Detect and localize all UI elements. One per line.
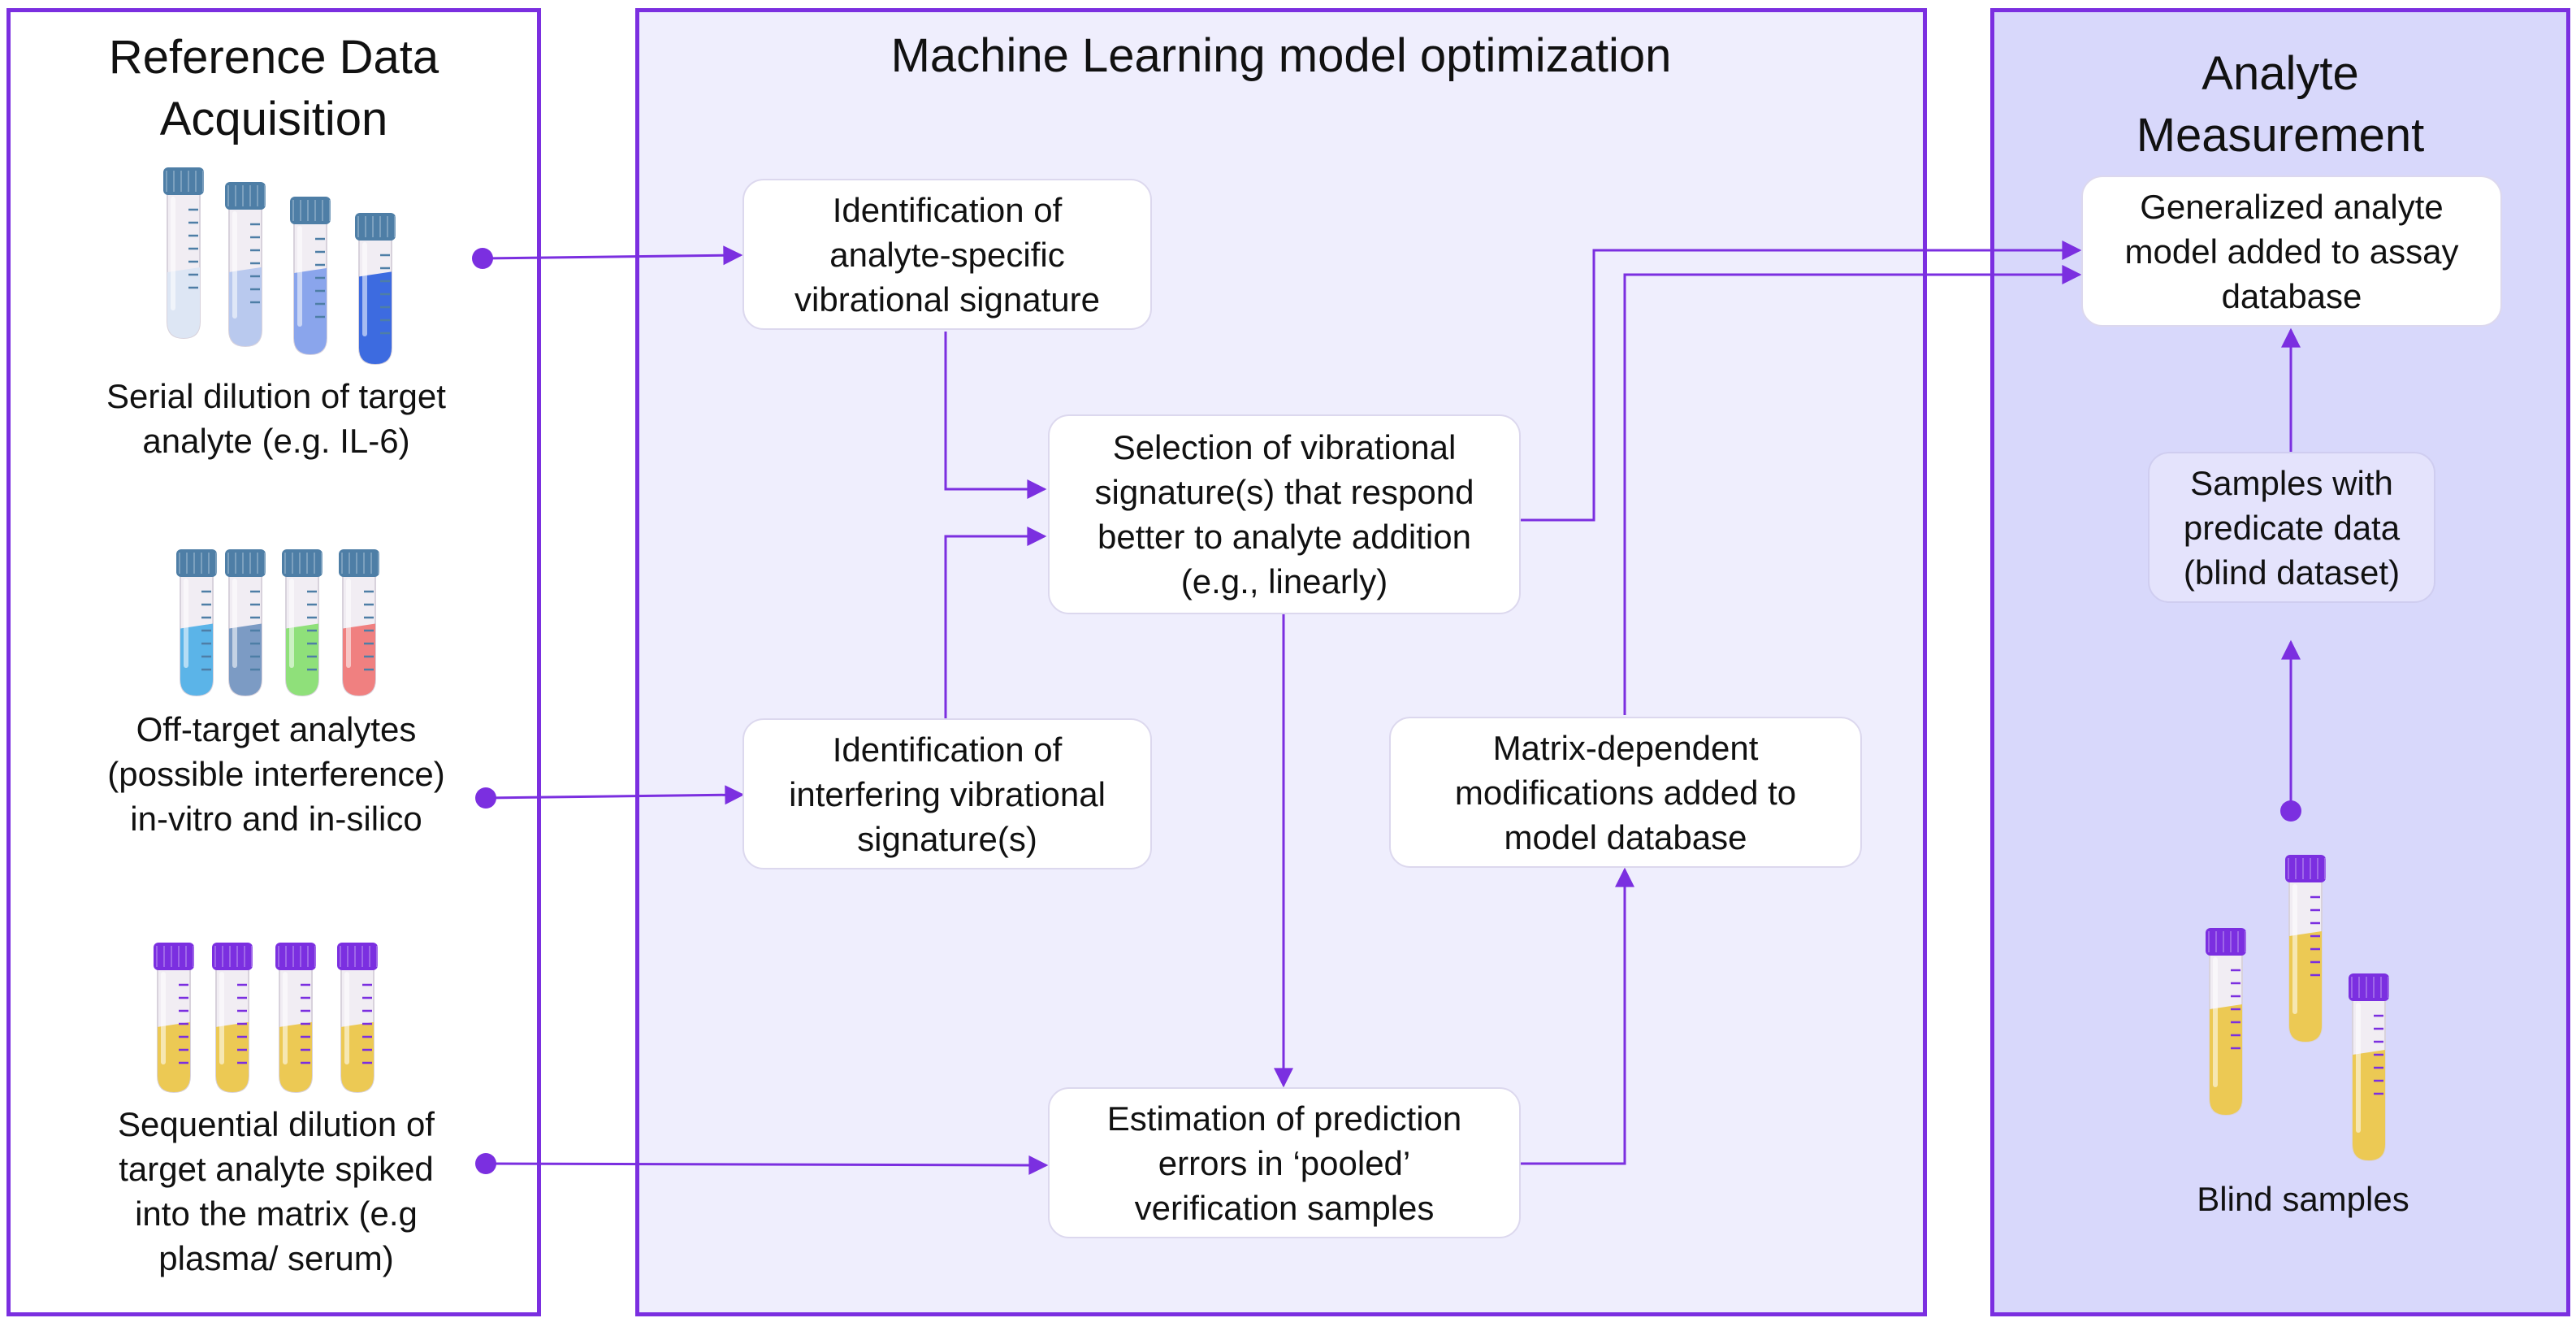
dot-sequential — [475, 1153, 496, 1174]
matrix-tube — [337, 943, 378, 1094]
blind-samples-label: Blind samples — [2197, 1180, 2409, 1218]
matrix-modifications-box: Matrix-dependent modifications added to … — [1389, 717, 1862, 868]
estimation-errors-box: Estimation of prediction errors in ‘pool… — [1048, 1087, 1521, 1238]
serial-tube — [355, 213, 396, 366]
matrix-tube — [154, 943, 194, 1094]
selection-signature-box: Selection of vibrational signature(s) th… — [1048, 414, 1521, 614]
id-interfering-signature-box: Identification of interfering vibrationa… — [742, 718, 1152, 869]
arrow-estimation-to-matrix — [1521, 867, 1634, 1165]
matrix-tube — [212, 943, 253, 1094]
id-specific-signature-box: Identification of analyte-specific vibra… — [742, 179, 1152, 330]
analyte-panel-title: Analyte Measurement — [2136, 47, 2425, 162]
arrow-selection-to-generalized — [1521, 241, 2082, 522]
ml-panel-title: Machine Learning model optimization — [890, 29, 1672, 82]
blind-tube — [2285, 855, 2326, 1043]
blind-tube — [2349, 973, 2389, 1162]
dot-blind — [2280, 800, 2301, 822]
arrow-serial-to-specific — [482, 245, 743, 266]
dot-offtarget — [475, 787, 496, 809]
matrix-tube — [275, 943, 316, 1094]
serial-tube — [290, 197, 331, 356]
reference-data-panel: Reference Data Acquisition — [6, 8, 541, 1316]
arrow-interfering-to-selection — [944, 527, 1047, 718]
off-target-tube — [176, 549, 217, 697]
dot-serial — [472, 248, 493, 269]
arrow-matrix-to-generalized — [1623, 265, 2082, 715]
generalized-model-box: Generalized analyte model added to assay… — [2081, 176, 2502, 327]
blind-tube — [2206, 928, 2246, 1116]
reference-panel-title: Reference Data Acquisition — [108, 31, 439, 145]
arrow-specific-to-selection — [944, 332, 1047, 499]
serial-tube — [163, 167, 204, 340]
off-target-label: Off-target analytes (possible interferen… — [107, 710, 445, 838]
matrix-dilution-tubes — [154, 943, 378, 1094]
off-target-tube — [282, 549, 323, 697]
serial-tube — [225, 182, 266, 348]
arrow-offtarget-to-interfering — [485, 785, 745, 805]
serial-dilution-tubes — [163, 167, 396, 366]
sequential-dilution-label: Sequential dilution of target analyte sp… — [118, 1105, 435, 1277]
off-target-tube — [225, 549, 266, 697]
arrow-sequential-to-estimation — [485, 1155, 1049, 1175]
serial-dilution-label: Serial dilution of target analyte (e.g. … — [106, 377, 446, 460]
off-target-tubes — [176, 549, 379, 697]
blind-sample-tubes — [2206, 855, 2389, 1162]
predicate-samples-box: Samples with predicate data (blind datas… — [2148, 452, 2435, 603]
off-target-tube — [339, 549, 379, 697]
